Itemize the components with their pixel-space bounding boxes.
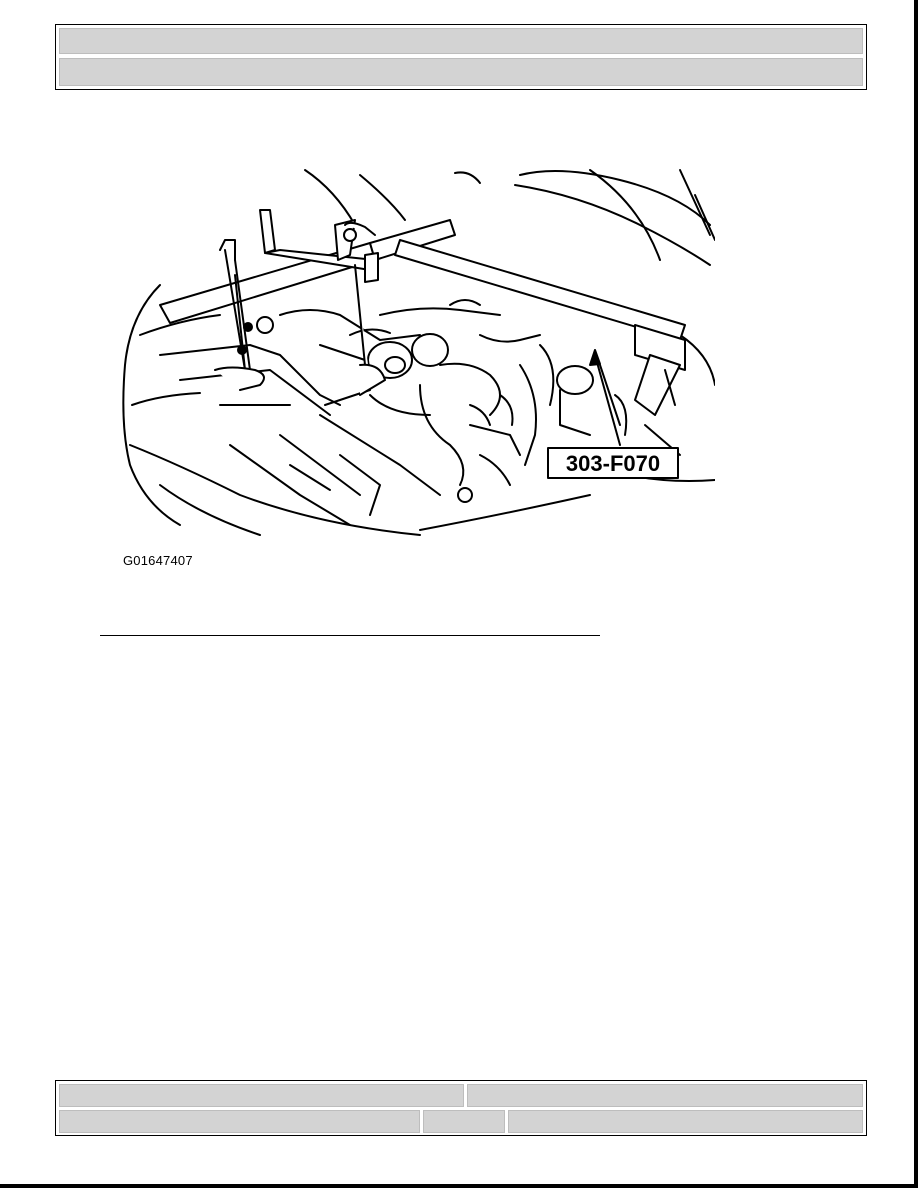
footer-date-cell	[59, 1110, 420, 1133]
footer-left-cell	[59, 1084, 464, 1107]
figure-caption: G01647407	[123, 553, 193, 568]
footer-source-cell	[508, 1110, 863, 1133]
footer-page-cell	[423, 1110, 505, 1133]
footer-right-cell	[467, 1084, 863, 1107]
header-title-bar	[59, 28, 863, 54]
page-border-bottom	[0, 1184, 918, 1188]
page-border-right	[914, 0, 918, 1188]
fender-outline	[122, 284, 715, 536]
engine-support-illustration: 303-F070	[120, 165, 715, 545]
hood-outline	[304, 169, 715, 266]
engine-support-bar	[159, 209, 686, 416]
document-header	[55, 24, 867, 90]
document-footer	[55, 1080, 867, 1136]
section-divider	[100, 635, 600, 636]
tool-callout: 303-F070	[547, 447, 679, 479]
tool-callout-label: 303-F070	[566, 451, 660, 476]
header-subtitle-bar	[59, 58, 863, 86]
callout-leader-arrow	[589, 349, 621, 446]
